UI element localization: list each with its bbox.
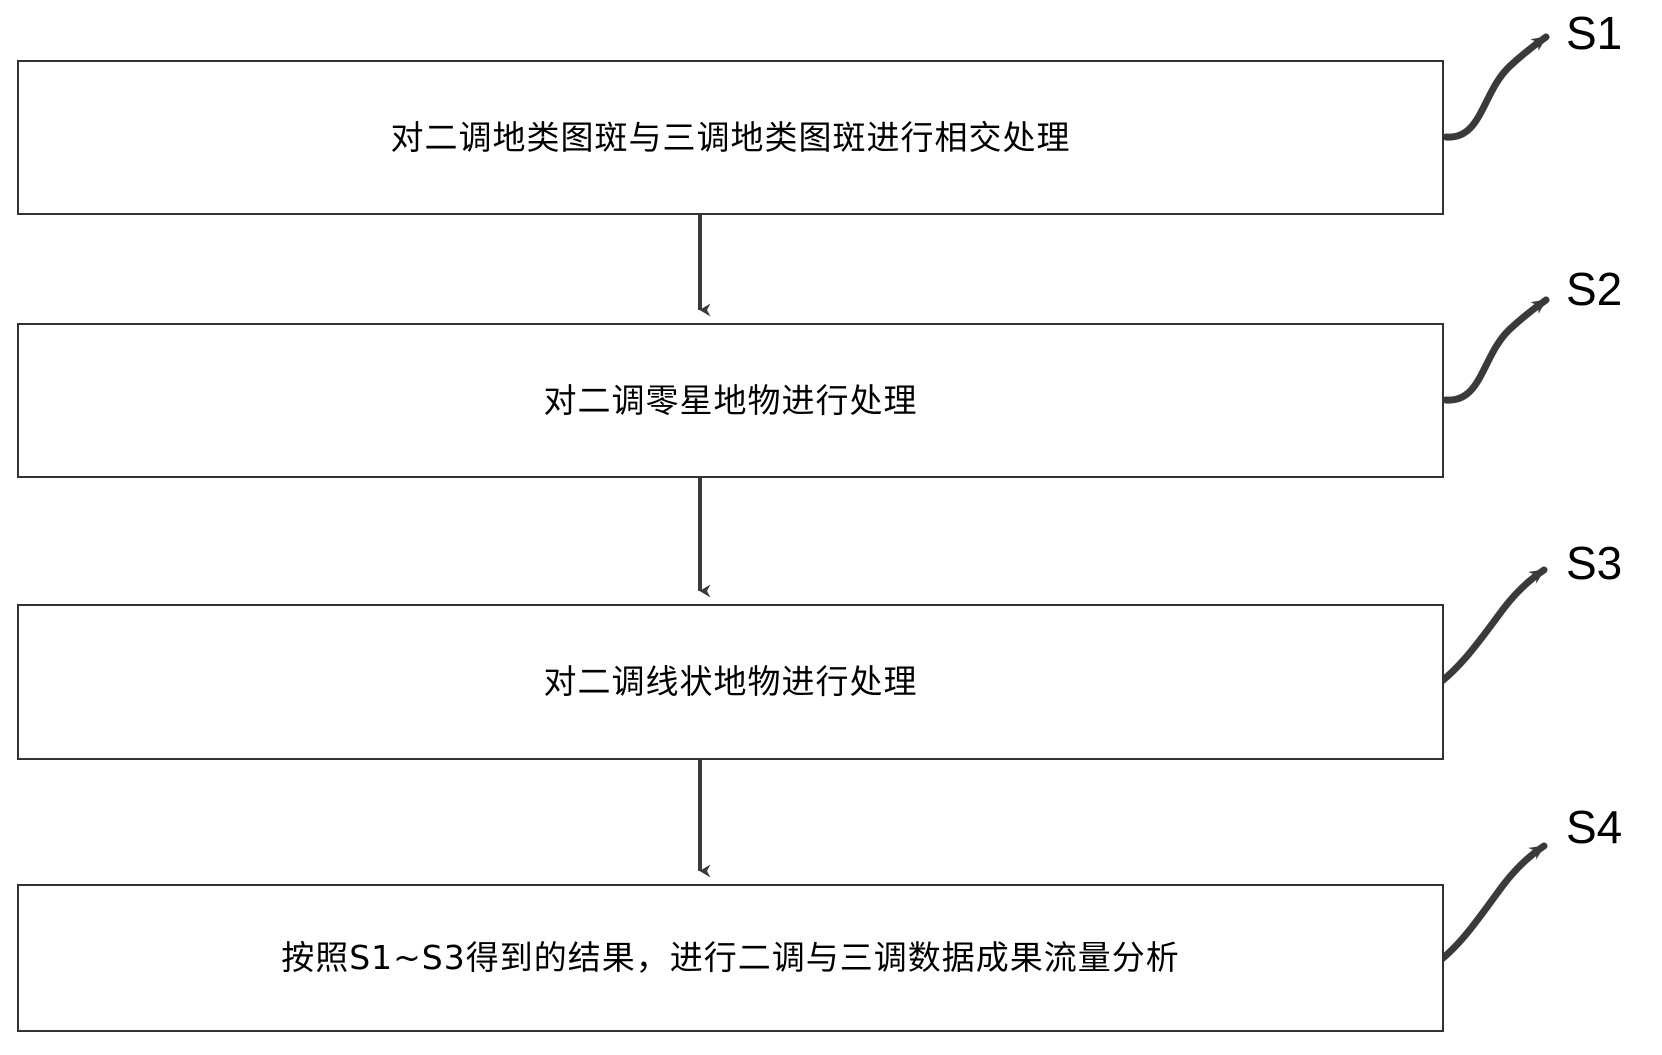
callout-line-s2 xyxy=(1442,296,1550,404)
callout-line-s4 xyxy=(1426,842,1548,972)
step-box-s1[interactable]: 对二调地类图斑与三调地类图斑进行相交处理 xyxy=(17,60,1444,215)
step-box-s2[interactable]: 对二调零星地物进行处理 xyxy=(17,323,1444,478)
step-tag-s3: S3 xyxy=(1566,537,1623,589)
step-box-s4[interactable]: 按照S1~S3得到的结果，进行二调与三调数据成果流量分析 xyxy=(17,884,1444,1032)
step-tag-s1: S1 xyxy=(1566,7,1623,59)
step-label-s4: 按照S1~S3得到的结果，进行二调与三调数据成果流量分析 xyxy=(281,938,1180,978)
step-label-s3: 对二调线状地物进行处理 xyxy=(543,662,918,702)
step-tag-s2: S2 xyxy=(1566,263,1623,315)
step-label-s1: 对二调地类图斑与三调地类图斑进行相交处理 xyxy=(390,117,1071,157)
step-label-s2: 对二调零星地物进行处理 xyxy=(543,380,918,420)
callout-line-s3 xyxy=(1426,566,1548,694)
callout-line-s1 xyxy=(1442,33,1550,141)
step-box-s3[interactable]: 对二调线状地物进行处理 xyxy=(17,604,1444,760)
step-tag-s4: S4 xyxy=(1566,801,1623,853)
